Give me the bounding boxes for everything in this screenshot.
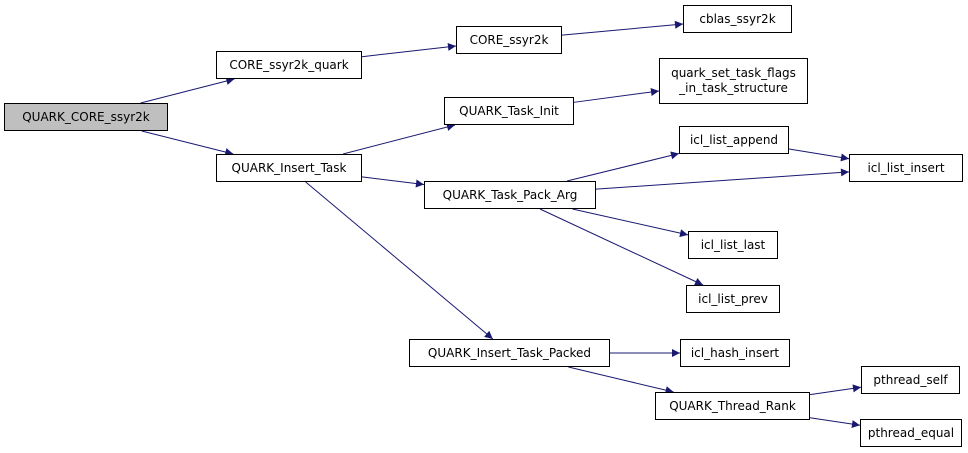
node-quark-set-task-flags-in-task-structure[interactable]: quark_set_task_flags _in_task_structure	[659, 58, 808, 104]
edge-quark-task-pack-arg-to-icl-list-insert	[595, 168, 850, 190]
node-pthread-equal[interactable]: pthread_equal	[860, 419, 962, 447]
node-quark-core-ssyr2k: QUARK_CORE_ssyr2k	[4, 103, 168, 131]
node-quark-task-init[interactable]: QUARK_Task_Init	[444, 97, 574, 125]
edge-quark-task-init-to-quark-set-task-flags	[573, 88, 660, 103]
edge-quark-insert-task-to-quark-insert-task-packed	[305, 181, 494, 340]
edge-core-ssyr2k-to-cblas-ssyr2k	[561, 20, 684, 36]
node-core-ssyr2k[interactable]: CORE_ssyr2k	[456, 26, 562, 54]
edge-quark-task-pack-arg-to-icl-list-prev	[539, 208, 704, 286]
node-core-ssyr2k-quark[interactable]: CORE_ssyr2k_quark	[216, 51, 362, 79]
node-icl-list-last[interactable]: icl_list_last	[688, 231, 778, 259]
edge-quark-thread-rank-to-pthread-equal	[809, 417, 861, 429]
edge-quark-insert-task-to-quark-task-pack-arg	[361, 176, 425, 188]
node-quark-insert-task-packed[interactable]: QUARK_Insert_Task_Packed	[409, 339, 610, 367]
edge-icl-list-append-to-icl-list-insert	[788, 148, 850, 162]
node-icl-list-prev[interactable]: icl_list_prev	[686, 285, 780, 313]
node-quark-task-pack-arg[interactable]: QUARK_Task_Pack_Arg	[424, 181, 596, 209]
node-icl-list-append[interactable]: icl_list_append	[679, 126, 789, 154]
edge-quark-thread-rank-to-pthread-self	[809, 384, 862, 396]
node-quark-thread-rank[interactable]: QUARK_Thread_Rank	[655, 392, 810, 420]
node-pthread-self[interactable]: pthread_self	[861, 366, 960, 394]
node-quark-insert-task[interactable]: QUARK_Insert_Task	[216, 154, 362, 182]
edge-core-ssyr2k-quark-to-core-ssyr2k	[361, 42, 457, 58]
node-icl-list-insert[interactable]: icl_list_insert	[849, 154, 963, 182]
edge-quark-insert-task-packed-to-quark-thread-rank	[568, 366, 674, 395]
edge-quark-insert-task-to-quark-task-init	[342, 123, 456, 155]
node-icl-hash-insert[interactable]: icl_hash_insert	[680, 339, 790, 367]
edge-quark-core-ssyr2k-to-core-ssyr2k-quark	[140, 77, 235, 104]
node-cblas-ssyr2k[interactable]: cblas_ssyr2k	[683, 5, 792, 33]
edge-quark-core-ssyr2k-to-quark-insert-task	[141, 130, 234, 156]
edge-quark-task-pack-arg-to-icl-list-last	[572, 208, 689, 238]
edge-quark-task-pack-arg-to-icl-list-append	[566, 151, 680, 182]
